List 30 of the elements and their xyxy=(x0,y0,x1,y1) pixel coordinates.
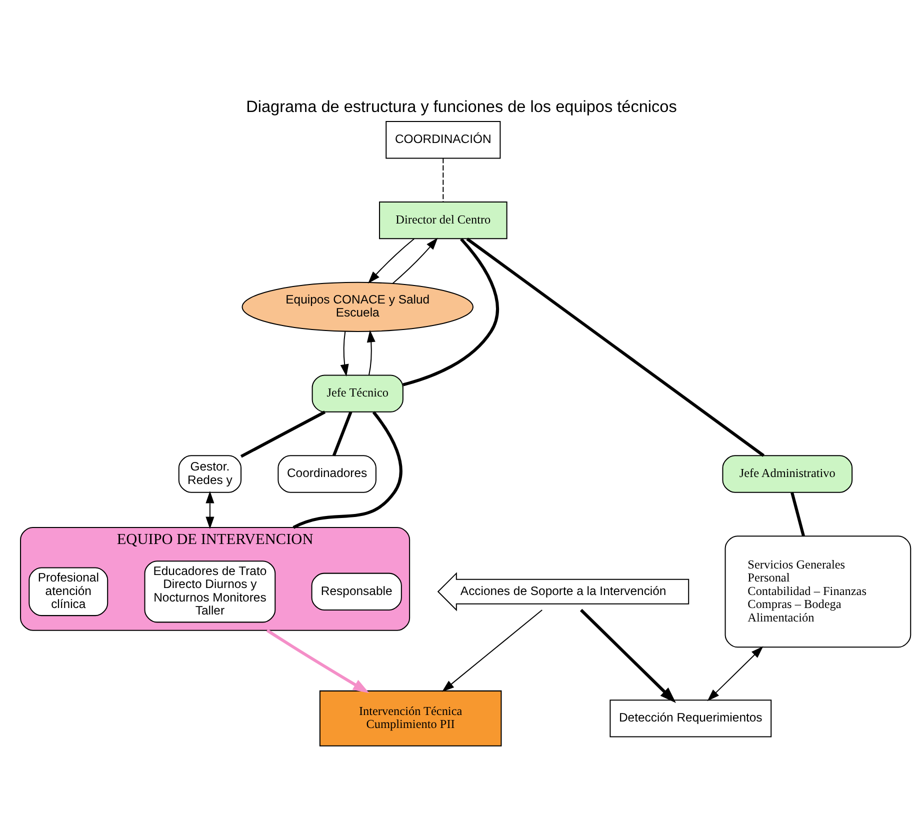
arrow xyxy=(340,330,349,376)
node-box: Responsable xyxy=(311,572,402,610)
node-box: Coordinadores xyxy=(278,454,376,492)
node-box: Intervención Técnica Cumplimiento PII xyxy=(319,690,502,746)
node-box: Jefe Técnico xyxy=(312,374,404,412)
arrow xyxy=(442,609,542,692)
arrow xyxy=(366,329,376,375)
arrow xyxy=(580,608,676,703)
node-box: COORDINACIÓN xyxy=(386,120,501,158)
diagram-title: Diagrama de estructura y funciones de los equipos técnicos xyxy=(246,98,677,116)
node-ellipse: Equipos CONACE y Salud Escuela xyxy=(242,281,474,332)
node-box: Profesional atención clínica xyxy=(28,566,108,616)
connector xyxy=(402,237,499,386)
connector xyxy=(442,158,444,202)
arrow xyxy=(707,646,764,701)
node-box: Detección Requerimientos xyxy=(610,699,772,737)
connector xyxy=(466,237,765,456)
node-box: Director del Centro xyxy=(379,201,508,239)
arrow xyxy=(266,628,370,693)
connector xyxy=(790,492,805,536)
arrow xyxy=(206,490,214,529)
node-box: Gestor. Redes y xyxy=(178,454,242,492)
connector xyxy=(240,410,326,458)
connector xyxy=(332,410,352,456)
arrow xyxy=(392,237,438,284)
connector xyxy=(292,410,402,528)
node-box: Educadores de Trato Directo Diurnos y Nocturnos Monitores Taller xyxy=(144,560,276,622)
node-box: Jefe Administrativo xyxy=(722,454,853,492)
node-box: Servicios Generales Personal Contabilidad – Finanzas Compras – Bodega Alimentación xyxy=(724,535,912,648)
arrow xyxy=(368,238,414,283)
